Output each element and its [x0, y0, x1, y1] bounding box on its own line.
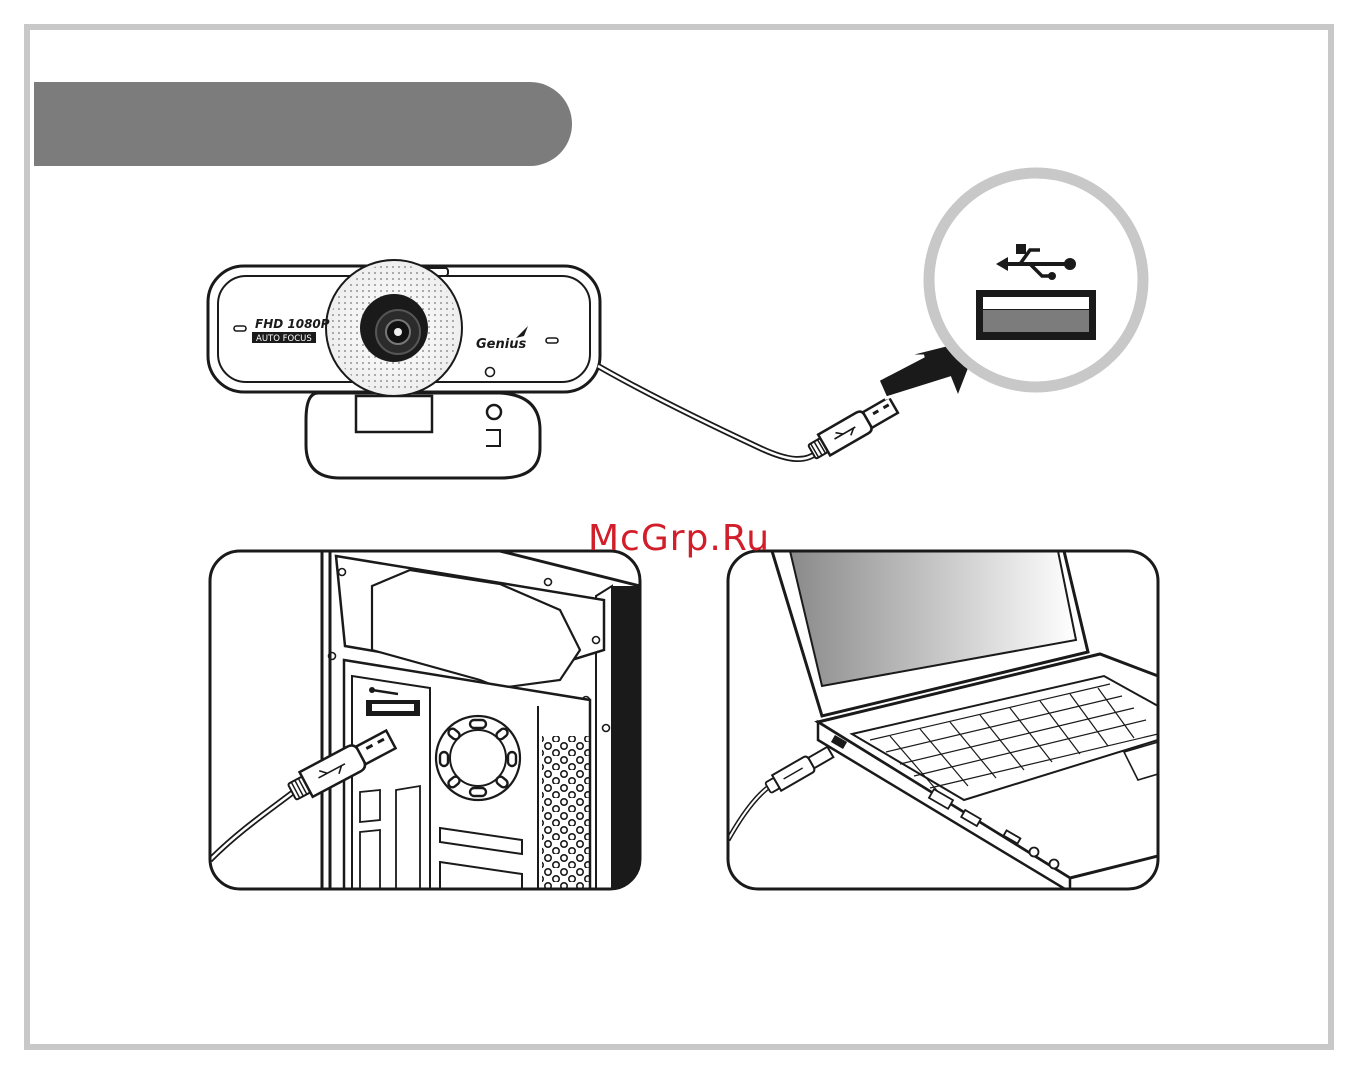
brand-logo: Genius [476, 337, 526, 352]
feature-label: AUTO FOCUS [256, 334, 312, 344]
usb-port-callout [929, 173, 1143, 387]
usb-plug [806, 395, 899, 463]
webcam: FHD 1080P AUTO FOCUS Genius [208, 260, 600, 478]
laptop-panel [728, 551, 1158, 892]
desktop-panel [210, 551, 640, 889]
resolution-label: FHD 1080P [255, 317, 330, 331]
usb-cable [598, 366, 818, 459]
watermark-text: McGrp.Ru [588, 518, 770, 559]
